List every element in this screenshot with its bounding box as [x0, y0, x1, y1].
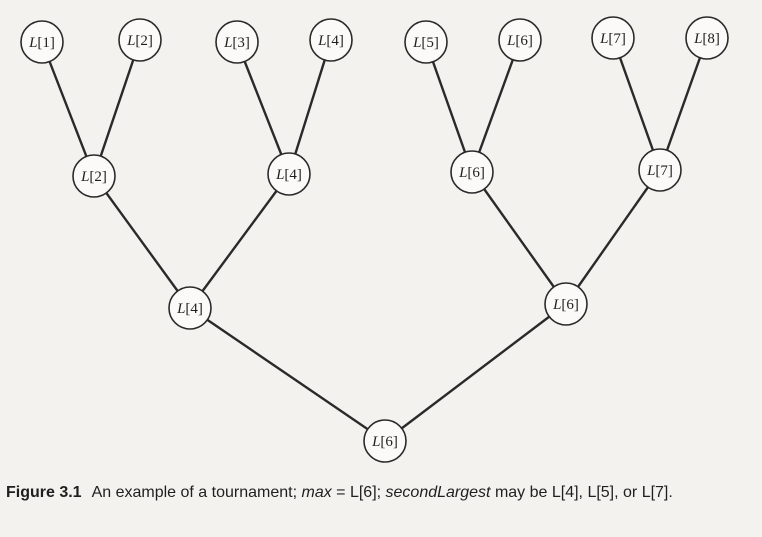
edge-n8-m4 [658, 36, 709, 172]
node-circle [267, 152, 311, 196]
node-letter: L [458, 165, 467, 181]
edge-n2-m1 [92, 38, 142, 178]
node-letter: L [275, 167, 284, 183]
node-label: L[6] [458, 165, 485, 181]
node-index: [1] [37, 35, 55, 51]
node-index: [5] [421, 35, 439, 51]
node-circle [450, 150, 494, 194]
tree-node-s1: L[4] [168, 286, 212, 330]
edge-n6-m3 [470, 38, 522, 174]
node-circle [638, 148, 682, 192]
node-label: L[4] [176, 301, 203, 317]
tree-node-n5: L[5] [404, 20, 448, 64]
node-letter: L [176, 301, 185, 317]
node-label: L[4] [275, 167, 302, 183]
node-letter: L [599, 31, 608, 47]
node-circle [685, 16, 729, 60]
node-circle [591, 16, 635, 60]
edge-n4-m2 [287, 38, 333, 176]
node-letter: L [126, 33, 135, 49]
tree-node-m3: L[6] [450, 150, 494, 194]
node-circle [20, 20, 64, 64]
caption-text-2: = L[6]; [331, 484, 386, 501]
node-label: L[2] [126, 33, 153, 49]
edge-m1-s1 [92, 174, 192, 310]
node-index: [7] [655, 163, 673, 179]
node-circle [498, 18, 542, 62]
node-index: [8] [702, 31, 720, 47]
edge-n7-m4 [611, 36, 662, 172]
tree-node-n2: L[2] [118, 18, 162, 62]
node-index: [6] [467, 165, 485, 181]
node-letter: L [317, 33, 326, 49]
edge-n1-m1 [40, 40, 96, 178]
node-circle [404, 20, 448, 64]
edge-s1-root [188, 306, 387, 443]
tree-nodes: L[1]L[2]L[3]L[4]L[5]L[6]L[7]L[8]L[2]L[4]… [20, 16, 729, 463]
tree-node-n6: L[6] [498, 18, 542, 62]
node-index: [6] [561, 297, 579, 313]
node-label: L[6] [506, 33, 533, 49]
node-letter: L [223, 35, 232, 51]
node-letter: L [80, 169, 89, 185]
tree-node-m4: L[7] [638, 148, 682, 192]
caption-text-1: An example of a tournament; [91, 484, 302, 501]
node-index: [4] [185, 301, 203, 317]
node-label: L[2] [80, 169, 107, 185]
node-circle [544, 282, 588, 326]
node-letter: L [506, 33, 515, 49]
node-label: L[6] [552, 297, 579, 313]
node-index: [6] [515, 33, 533, 49]
tree-node-n7: L[7] [591, 16, 635, 60]
node-label: L[4] [317, 33, 344, 49]
node-index: [2] [135, 33, 153, 49]
edge-m4-s2 [564, 168, 662, 306]
edge-n5-m3 [424, 40, 474, 174]
tree-edges [40, 36, 709, 443]
node-label: L[8] [693, 31, 720, 47]
node-index: [4] [284, 167, 302, 183]
node-index: [2] [89, 169, 107, 185]
tree-node-m1: L[2] [72, 154, 116, 198]
node-label: L[1] [28, 35, 55, 51]
caption-max-term: max [301, 484, 332, 501]
tree-node-root: L[6] [363, 419, 407, 463]
node-circle [168, 286, 212, 330]
node-circle [215, 20, 259, 64]
node-label: L[6] [371, 434, 398, 450]
node-label: L[7] [646, 163, 673, 179]
node-letter: L [646, 163, 655, 179]
node-index: [3] [232, 35, 250, 51]
edge-m3-s2 [470, 170, 568, 306]
node-index: [4] [326, 33, 344, 49]
tree-node-s2: L[6] [544, 282, 588, 326]
tree-node-n3: L[3] [215, 20, 259, 64]
figure-number: Figure 3.1 [6, 484, 82, 501]
caption-text-3: may be L[4], L[5], or L[7]. [490, 484, 673, 501]
tournament-tree-diagram: L[1]L[2]L[3]L[4]L[5]L[6]L[7]L[8]L[2]L[4]… [20, 16, 729, 463]
node-circle [118, 18, 162, 62]
tree-node-n4: L[4] [309, 18, 353, 62]
edge-m2-s1 [188, 172, 291, 310]
node-letter: L [412, 35, 421, 51]
figure-caption: Figure 3.1 An example of a tournament; ma… [6, 482, 756, 504]
edge-s2-root [383, 302, 568, 443]
node-label: L[5] [412, 35, 439, 51]
node-index: [7] [608, 31, 626, 47]
node-index: [6] [380, 434, 398, 450]
node-label: L[3] [223, 35, 250, 51]
tree-node-m2: L[4] [267, 152, 311, 196]
node-letter: L [371, 434, 380, 450]
node-letter: L [28, 35, 37, 51]
caption-second-largest-term: secondLargest [385, 484, 491, 501]
node-circle [309, 18, 353, 62]
node-circle [72, 154, 116, 198]
node-letter: L [552, 297, 561, 313]
node-letter: L [693, 31, 702, 47]
node-circle [363, 419, 407, 463]
edge-n3-m2 [235, 40, 291, 176]
tree-node-n8: L[8] [685, 16, 729, 60]
tree-node-n1: L[1] [20, 20, 64, 64]
node-label: L[7] [599, 31, 626, 47]
